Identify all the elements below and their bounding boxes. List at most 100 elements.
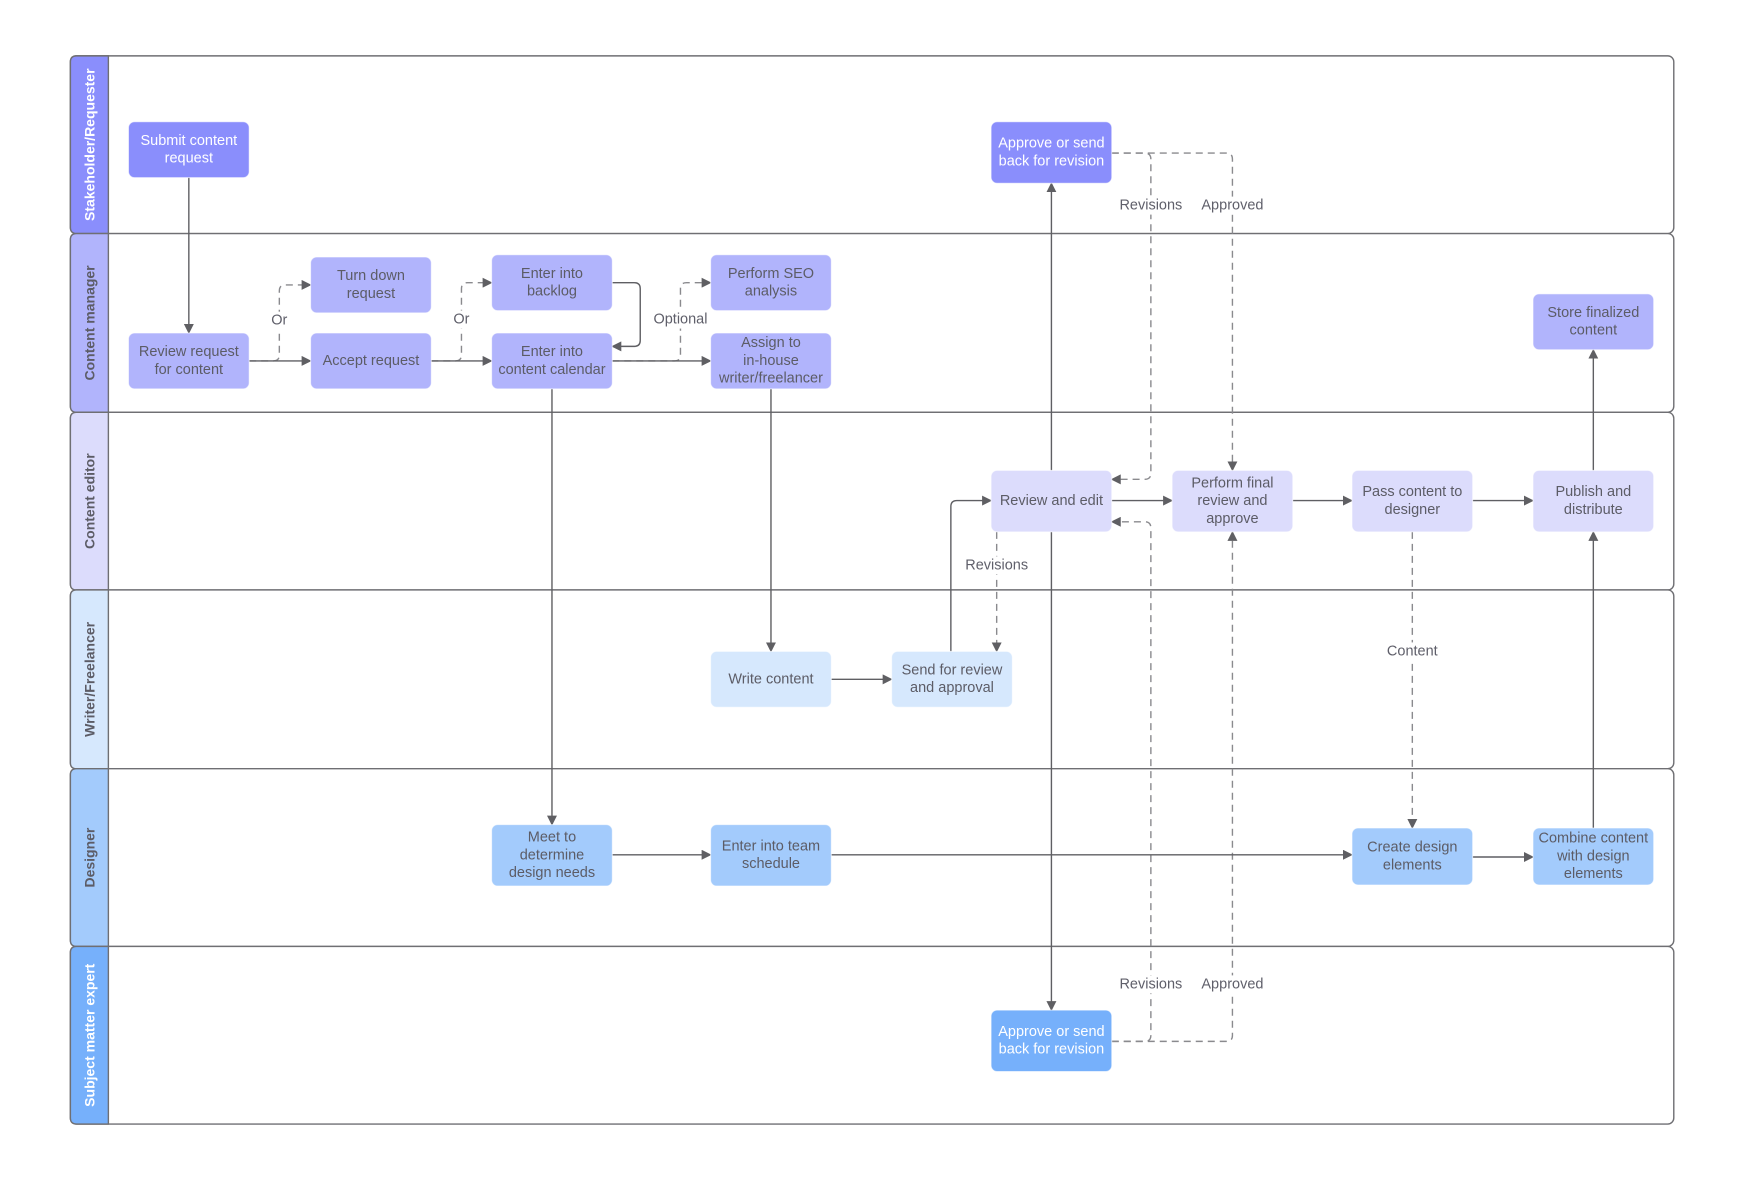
node-write[interactable]: Write content — [710, 650, 832, 708]
node-shape[interactable] — [710, 254, 832, 312]
node-shape[interactable] — [990, 469, 1113, 533]
node-text-line: approve — [1206, 511, 1258, 527]
node-shape[interactable] — [1532, 293, 1655, 351]
node-text-line: content — [1570, 323, 1618, 339]
edge-approvebottom-approved[interactable] — [1111, 530, 1238, 1043]
node-text-line: for content — [155, 362, 224, 378]
edge-label: Or — [453, 312, 469, 328]
node-shape[interactable] — [491, 254, 613, 312]
edge-label-bg — [959, 556, 1034, 575]
node-shape[interactable] — [491, 824, 613, 887]
node-accept[interactable]: Accept request — [310, 332, 432, 390]
node-text-line: Turn down — [337, 268, 405, 284]
node-text-line: Create design — [1367, 840, 1457, 856]
node-shape[interactable] — [891, 650, 1013, 708]
edge-label-bg — [1113, 196, 1189, 215]
node-shape[interactable] — [127, 121, 250, 179]
node-shape[interactable] — [1171, 469, 1294, 533]
node-turn-down[interactable]: Turn down request — [310, 256, 432, 314]
node-send-review[interactable]: Send for review and approval — [891, 650, 1013, 708]
node-shape[interactable] — [1351, 827, 1474, 886]
node-review-edit[interactable]: Review and edit — [990, 469, 1113, 533]
lane-designer: Designer — [69, 768, 1675, 948]
node-shape[interactable] — [990, 121, 1113, 184]
node-shape[interactable] — [127, 332, 250, 390]
node-shape[interactable] — [710, 650, 832, 708]
node-text-line: Review request — [139, 344, 239, 360]
node-text-line: Combine content — [1539, 831, 1649, 847]
node-shape[interactable] — [310, 332, 432, 390]
edge-approvetop-revisions[interactable] — [1110, 152, 1152, 485]
edge-label: Revisions — [1119, 976, 1182, 992]
edge-label-bg — [647, 310, 714, 329]
edge-label: Or — [271, 313, 287, 329]
node-text-line: with design — [1556, 848, 1630, 864]
node-text-line: request — [347, 286, 395, 302]
edge-label-bg — [450, 310, 473, 329]
node-text-line: design needs — [509, 865, 595, 881]
edge-approvetop-approved[interactable] — [1111, 152, 1238, 472]
node-shape[interactable] — [1351, 469, 1474, 533]
edge-label: Revisions — [965, 557, 1028, 573]
node-store[interactable]: Store finalized content — [1532, 293, 1655, 351]
node-text-line: content calendar — [498, 362, 605, 378]
node-text-line: analysis — [745, 284, 797, 300]
node-text-line: determine — [520, 847, 584, 863]
edge-label: Approved — [1201, 198, 1263, 214]
node-text-line: review and — [1197, 493, 1267, 509]
lane-stakeholder: Stakeholder/Requester — [69, 55, 1675, 235]
lane-label: Stakeholder/Requester — [81, 68, 97, 221]
node-text-line: Perform SEO — [728, 266, 814, 282]
node-shape[interactable] — [710, 824, 832, 887]
node-text-line: Assign to — [741, 335, 801, 351]
lane-sme: Subject matter expert — [69, 945, 1675, 1125]
lane-body — [69, 945, 1675, 1125]
node-text-line: Approve or send — [998, 136, 1104, 152]
node-text-line: Store finalized — [1547, 305, 1639, 321]
lane-label: Content manager — [81, 265, 97, 381]
node-shape[interactable] — [990, 1009, 1113, 1073]
edge-label-bg — [1199, 975, 1266, 994]
node-text-line: designer — [1385, 502, 1441, 518]
node-text-line: Write content — [728, 671, 813, 687]
node-shape[interactable] — [1532, 469, 1655, 533]
node-text-line: Review and edit — [1000, 493, 1103, 509]
node-text-line: elements — [1564, 866, 1623, 882]
node-shape[interactable] — [710, 332, 832, 390]
node-shape[interactable] — [1532, 827, 1655, 886]
lane-header — [69, 945, 110, 1125]
node-review-request[interactable]: Review request for content — [127, 332, 250, 390]
node-text-line: Send for review — [902, 662, 1003, 678]
edge-send-to-reviewedit[interactable] — [950, 495, 993, 652]
edge-label-bg — [1113, 975, 1189, 994]
node-shape[interactable] — [310, 256, 432, 314]
node-seo[interactable]: Perform SEO analysis — [710, 254, 832, 312]
edge-label-bg — [1199, 196, 1266, 215]
node-text-line: Enter into team — [722, 838, 820, 854]
node-text-line: and approval — [910, 680, 994, 696]
edge-backlog-to-calendar[interactable] — [611, 281, 641, 352]
lane-body — [69, 55, 1675, 235]
edge-label-bg — [268, 311, 290, 330]
node-shape[interactable] — [491, 332, 613, 390]
node-text-line: Enter into — [521, 266, 583, 282]
node-text-line: Accept request — [323, 353, 420, 369]
edge-label: Content — [1387, 643, 1438, 659]
edge-approvebottom-revisions[interactable] — [1110, 516, 1152, 1043]
node-text-line: back for revision — [999, 153, 1105, 169]
